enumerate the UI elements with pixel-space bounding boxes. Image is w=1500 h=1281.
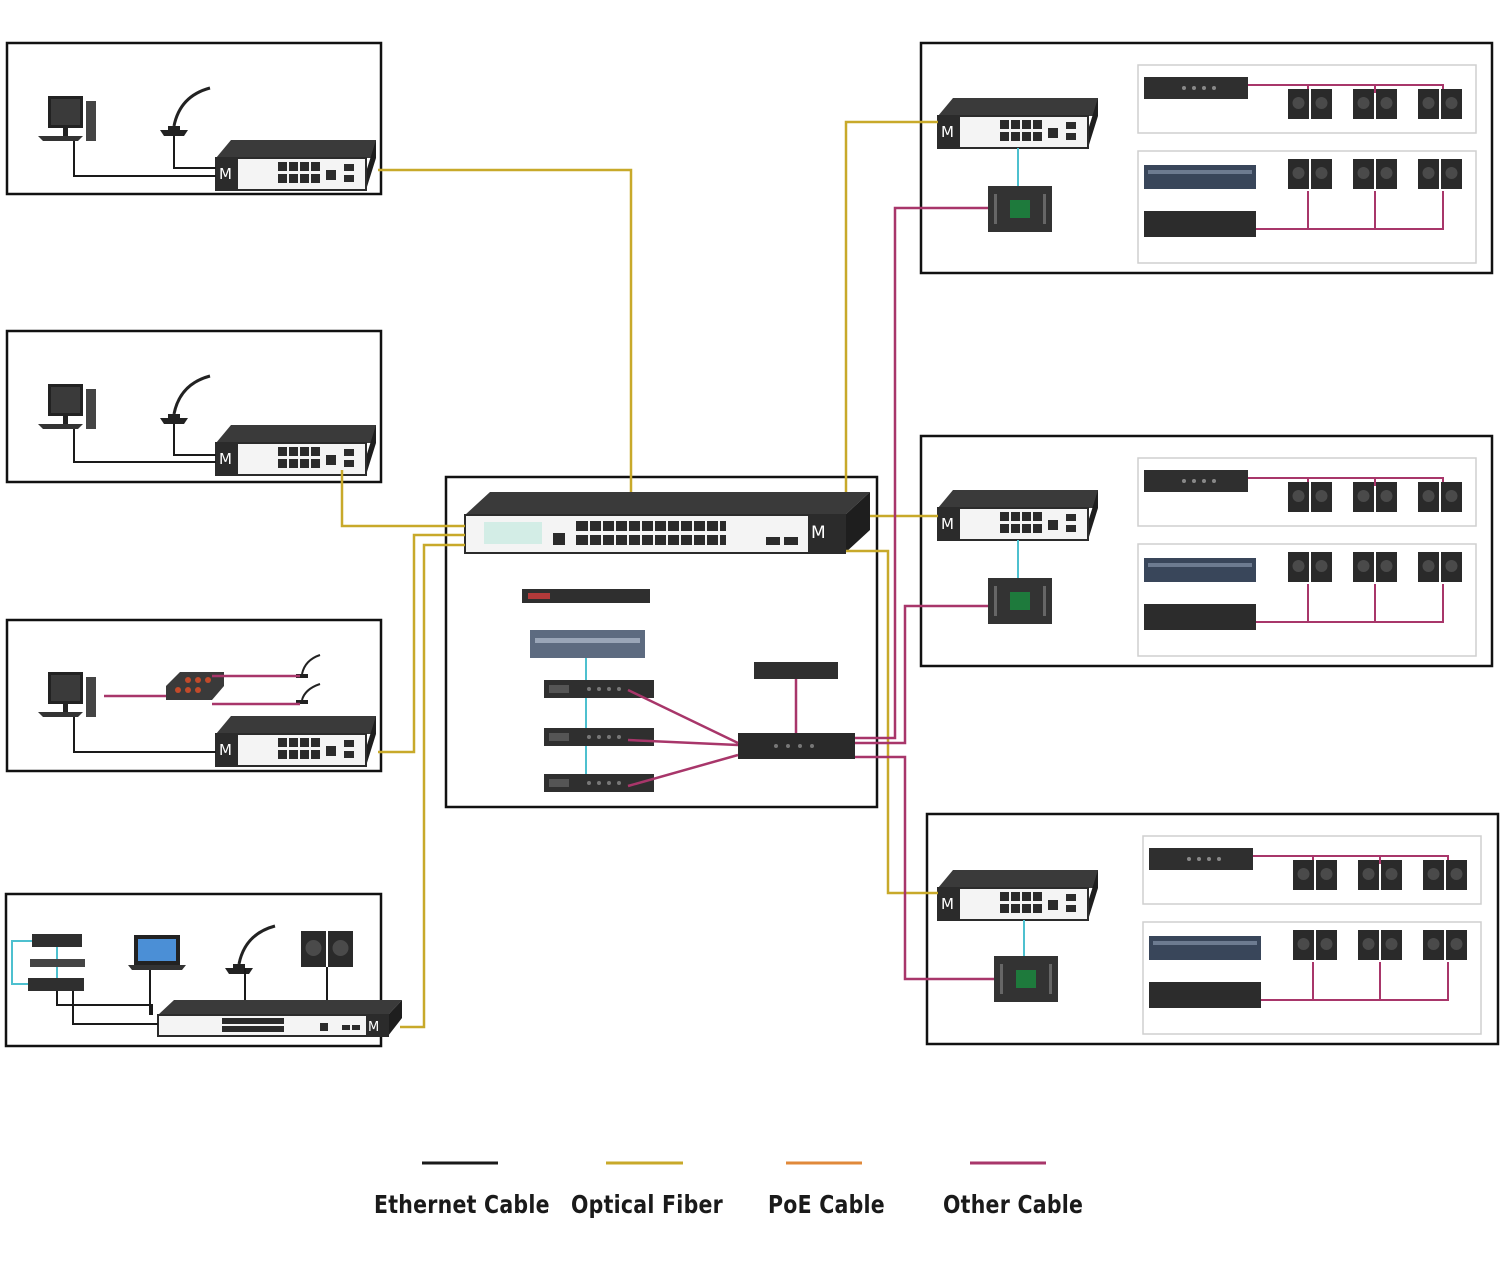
legend-label-ethernet: Ethernet Cable: [374, 1190, 550, 1219]
left-room-1: [5, 41, 383, 196]
core-room: M: [444, 475, 879, 809]
laptop-icon: [128, 935, 186, 970]
legend-label-poe: PoE Cable: [768, 1190, 885, 1219]
network-switch-icon: [937, 97, 1099, 149]
monitor-icon: [38, 384, 96, 429]
right-room-2: [919, 434, 1494, 668]
rack-unit-icon: [28, 934, 85, 991]
left-room-2: [5, 329, 383, 484]
left-room-3: [5, 618, 383, 773]
other-cable-links: [855, 206, 994, 981]
svg-text:M: M: [368, 1020, 379, 1035]
amplifier-group: [1138, 65, 1476, 263]
speaker-icon: [301, 931, 353, 967]
network-switch-icon: [215, 424, 377, 476]
optical-fiber-links: [340, 120, 938, 1029]
monitor-icon: [38, 672, 96, 717]
network-switch-icon: [215, 139, 377, 191]
network-decoder-icon: [988, 578, 1052, 624]
core-switch-icon: M: [464, 492, 870, 554]
svg-text:M: M: [811, 523, 826, 543]
legend-label-other: Other Cable: [943, 1190, 1084, 1219]
legend-label-optical: Optical Fiber: [571, 1190, 723, 1219]
network-switch-icon: [215, 715, 377, 767]
amplifier-group: [1143, 836, 1481, 1034]
network-switch-icon: [937, 489, 1099, 541]
gooseneck-microphone-icon: [296, 654, 321, 704]
network-decoder-icon: [988, 186, 1052, 232]
audio-mixer-icon: [166, 672, 224, 700]
amplifier-group: [1138, 458, 1476, 656]
rack-unit-icon: [544, 728, 654, 746]
rack-unit-icon: [522, 589, 650, 658]
monitor-icon: [38, 96, 96, 141]
left-room-4: M: [4, 892, 402, 1048]
network-switch-icon: [937, 869, 1099, 921]
network-switch-icon: M: [157, 1000, 402, 1037]
gooseneck-microphone-icon: [223, 924, 277, 976]
network-decoder-icon: [994, 956, 1058, 1002]
gooseneck-microphone-icon: [158, 86, 212, 138]
right-room-1: [919, 41, 1494, 275]
gooseneck-microphone-icon: [158, 374, 212, 426]
right-room-3: [925, 812, 1500, 1046]
